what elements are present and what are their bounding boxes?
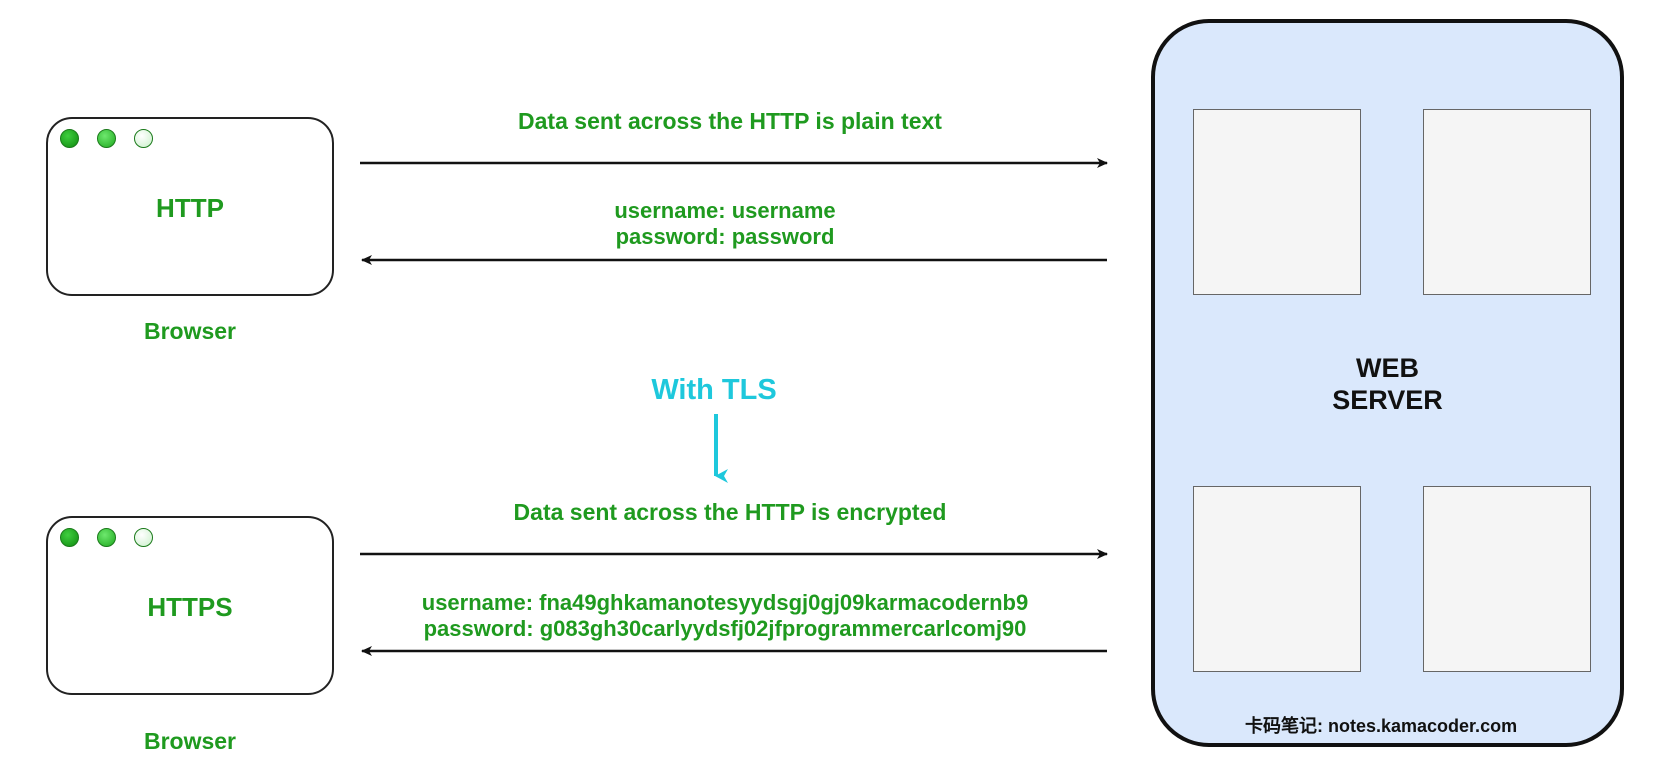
https-username-line: username: fna49ghkamanotesyydsgj0gj09kar…: [421, 590, 1029, 615]
server-title: WEB SERVER: [1155, 352, 1620, 416]
http-browser-window: HTTP: [46, 117, 334, 296]
window-dot-icon: [97, 528, 116, 547]
server-panel: [1423, 486, 1591, 672]
browser-label-https: HTTPS: [147, 592, 233, 622]
https-password-line: password: g083gh30carlyydsfj02jfprogramm…: [423, 616, 1027, 641]
server-title-line2: SERVER: [1332, 385, 1443, 415]
server-panel: [1193, 486, 1361, 672]
browser-label-http: HTTP: [156, 193, 224, 223]
tls-label: With TLS: [651, 374, 777, 406]
browser-caption-bottom: Browser: [143, 728, 237, 754]
server-panel: [1193, 109, 1361, 295]
server-title-line1: WEB: [1356, 353, 1419, 383]
window-dot-icon: [97, 129, 116, 148]
browser-caption-top: Browser: [143, 318, 237, 344]
web-server: WEB SERVER: [1151, 19, 1624, 747]
http-password-line: password: password: [615, 224, 835, 249]
http-username-line: username: username: [614, 198, 836, 223]
window-dot-icon: [134, 528, 153, 547]
https-browser-window: HTTPS: [46, 516, 334, 695]
window-dot-icon: [60, 129, 79, 148]
http-flow-title: Data sent across the HTTP is plain text: [518, 108, 942, 134]
window-dot-icon: [60, 528, 79, 547]
server-panel: [1423, 109, 1591, 295]
window-dot-icon: [134, 129, 153, 148]
footer-note: 卡码笔记: notes.kamacoder.com: [1245, 716, 1518, 736]
https-flow-title: Data sent across the HTTP is encrypted: [513, 499, 947, 525]
